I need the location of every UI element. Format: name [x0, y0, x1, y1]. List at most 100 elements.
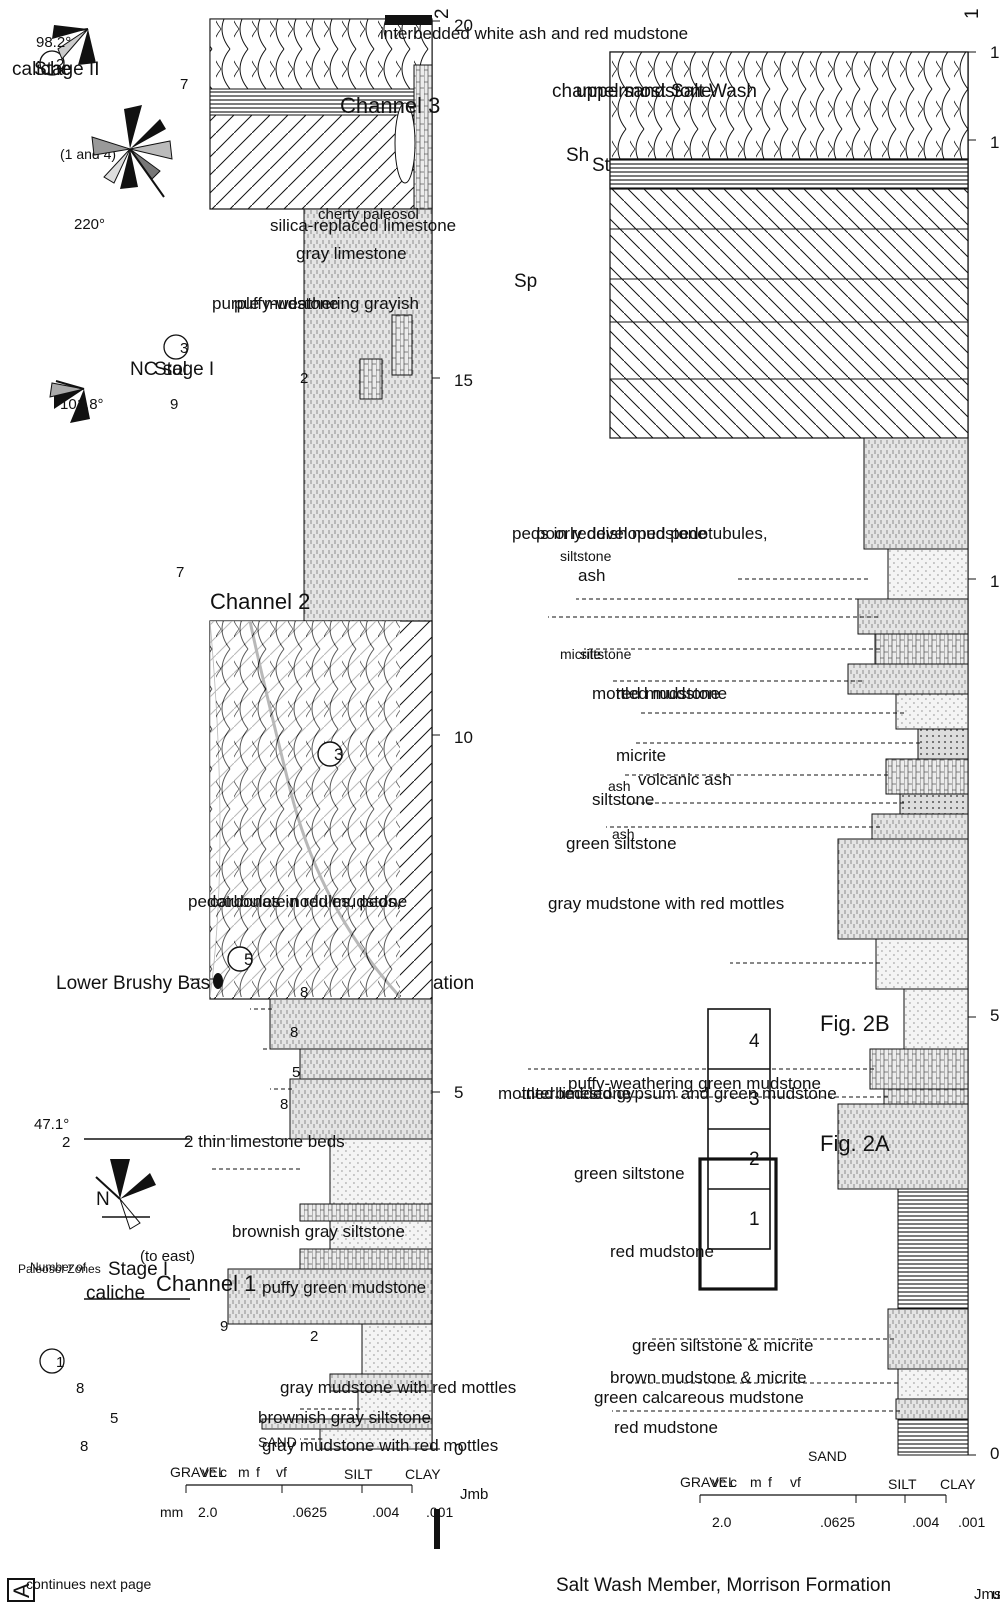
s2-channel-1: Channel 1: [156, 1271, 256, 1296]
s2-stage-1: Stage I caliche 1 Number of Paleosol Zon…: [18, 1259, 168, 1374]
svg-text:caliche: caliche: [12, 59, 71, 80]
s2-count-7a: 7: [180, 76, 188, 93]
s2-count-8d: 8: [76, 1380, 84, 1397]
s1-label-0: poorly developed pedotubules,: [536, 524, 768, 543]
s1-label-23: red mudstone: [614, 1418, 718, 1437]
s2-top-ash-bed: [385, 15, 432, 25]
s2-circled-5: 5: [244, 950, 253, 969]
s2-label-6: pedotubules in red mudstone: [188, 892, 407, 911]
s1-bed-pedotubules: [863, 437, 969, 550]
s2-top-label: interbedded white ash and red mudstone: [380, 24, 688, 43]
s2-tick-5: 5: [454, 1083, 463, 1102]
s2-count-8a: 8: [300, 984, 308, 1001]
s1-label-6: red mudstone: [616, 684, 720, 703]
section-1-lithology: 0 5 10 15 16 upper part of Jms: [498, 43, 1000, 1603]
s2-label-4: purple mudstone: [212, 294, 339, 313]
s2-count-2c: 2: [62, 1134, 70, 1151]
s1-label-21: brown mudstone & micrite: [610, 1368, 807, 1387]
s1-bed-gypsum: [869, 1048, 969, 1090]
s1-label-4: siltstone: [580, 646, 632, 662]
s1-bed-siltstone-b: [847, 663, 969, 695]
s2-channel-2: Channel 2: [210, 589, 310, 614]
locator-fig-b: Fig. 2B: [820, 1011, 890, 1036]
s1-label-22: green calcareous mudstone: [594, 1388, 804, 1407]
locator-cell-3: 3: [749, 1089, 760, 1110]
s2-count-5: 5: [292, 1064, 300, 1081]
s2-sand-vf: vf: [276, 1464, 287, 1480]
s1-bed-green-siltstone: [837, 838, 969, 940]
s1-grain-sand: SAND: [808, 1448, 847, 1464]
legend-text-2: Paleosol Zones: [18, 1262, 101, 1276]
s1-bed-red-mudstone: [887, 548, 969, 600]
north-arrow: N: [96, 1189, 110, 1210]
rose-diagram-47: N 47.1°: [34, 1116, 156, 1230]
s1-bed-brown-mudstone: [897, 1368, 969, 1400]
s1-label-13: green siltstone: [566, 834, 677, 853]
s2-size-2: 2.0: [198, 1504, 218, 1520]
s1-trough-cross-bed: [609, 51, 969, 160]
s1-sand-m: m: [750, 1474, 762, 1490]
svg-text:3: 3: [180, 340, 188, 357]
svg-text:caliche: caliche: [86, 1283, 145, 1304]
s1-channel-label-1: uppermost Salt Wash: [576, 81, 757, 102]
section-1-axis-title: Salt Wash Member, Morrison Formation: [556, 1575, 891, 1596]
svg-text:220°: 220°: [74, 216, 105, 233]
s1-sand-f: f: [768, 1474, 772, 1490]
s1-leaders: [520, 578, 920, 1412]
s2-size-004: .004: [372, 1504, 399, 1520]
rose-diagram-1-and-4: (1 and 4) 220°: [60, 105, 173, 233]
s1-annotations: poorly developed pedotubules, peds in re…: [498, 524, 837, 1437]
s2-grain-scale: CLAY SILT SAND vf f m c vc GRAVEL .001 .…: [160, 1434, 453, 1520]
svg-text:NC sol: NC sol: [130, 359, 187, 380]
s1-bed-red-mudstone-3: [897, 1418, 969, 1456]
s1-bed-mottled-mudstone: [895, 693, 969, 730]
s2-sand-vc: vc: [202, 1464, 216, 1480]
s2-label-1: gray limestone: [296, 244, 407, 263]
s2-sand-f: f: [256, 1464, 260, 1480]
s1-channel-label-2: channel sandstone: [552, 81, 712, 102]
s1-grain-scale: CLAY SILT SAND vf f m c vc GRAVEL .001 .…: [680, 1448, 985, 1530]
section-2-number: 2: [432, 8, 453, 19]
svg-text:Stage I: Stage I: [154, 359, 214, 380]
s1-bed-red-mudstone-2: [897, 1188, 969, 1310]
s1-bed-micrite-a: [874, 633, 969, 665]
s1-label-15: puffy-weathering green mudstone: [568, 1074, 821, 1093]
s1-grain-clay: CLAY: [940, 1476, 976, 1492]
s2-channel-1-sub: (to east): [140, 1248, 195, 1265]
s1-sand-c: c: [730, 1474, 737, 1490]
s1-tick-10: 10: [990, 572, 1000, 591]
s2-annotations: interbedded white ash and red mudstone C…: [62, 24, 688, 1455]
s2-chert-bed: [413, 64, 433, 212]
s2-count-8b: 8: [290, 1024, 298, 1041]
s1-facies-sp: Sp: [514, 271, 537, 292]
legend-text-1: Number of: [30, 1260, 87, 1274]
s1-size-2: 2.0: [712, 1514, 732, 1530]
s1-grain-gravel: GRAVEL: [680, 1474, 736, 1490]
s2-size-mm: mm: [160, 1504, 183, 1520]
locator-cell-1: 1: [749, 1209, 760, 1230]
s2-tick-20: 20: [454, 16, 473, 35]
s1-label-10: ash: [608, 778, 631, 794]
s1-bed-gray-mudstone: [875, 938, 969, 990]
s1-horizontal-lamination: [609, 158, 969, 190]
s2-size-0625: .0625: [292, 1504, 327, 1520]
s1-label-17: mottled limestone: [498, 1084, 631, 1103]
svg-text:2: 2: [56, 56, 64, 73]
s1-label-7: mottled mudstone: [592, 684, 727, 703]
s1-tick-0: 0: [990, 1444, 999, 1463]
locator-fig-a: Fig. 2A: [820, 1131, 890, 1156]
s2-label-10: gray mudstone with red mottles: [280, 1378, 516, 1397]
svg-text:98.2°: 98.2°: [36, 34, 71, 51]
s1-tick-15: 15: [990, 133, 1000, 152]
s2-size-001: .001: [426, 1504, 453, 1520]
s1-label-12: ash: [612, 826, 635, 842]
rose-diagram-98: 98.2°: [36, 25, 96, 65]
s2-tick-0: 0: [454, 1440, 463, 1459]
s2-count-9a: 9: [170, 396, 178, 413]
s1-bed-volcanic-ash: [917, 728, 969, 760]
continues-note: continues next page: [26, 1576, 152, 1592]
s1-label-3: siltstone: [560, 548, 612, 564]
panel-label-box: A: [7, 1578, 35, 1602]
s2-sand-c: c: [220, 1464, 227, 1480]
svg-text:47.1°: 47.1°: [34, 1116, 69, 1133]
